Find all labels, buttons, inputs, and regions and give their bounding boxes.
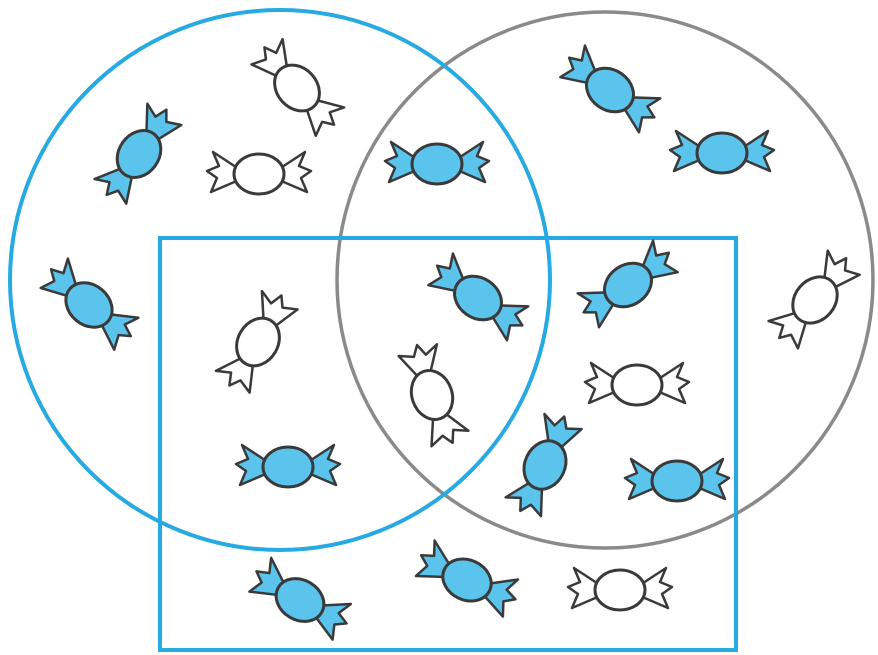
white-candy-icon (205, 150, 313, 196)
white-candy-icon (397, 342, 470, 448)
blue-circle (8, 8, 552, 552)
candy-body (273, 63, 321, 113)
blue-candy-icon (623, 457, 731, 503)
candy-body (610, 363, 664, 407)
candy-body (603, 261, 653, 309)
candy-body (235, 316, 281, 368)
blue-candy-icon (668, 129, 776, 175)
candy-body (593, 568, 647, 612)
candy-body (522, 439, 568, 491)
gray-circle (335, 10, 875, 550)
candy-body (695, 131, 749, 175)
blue-candy-icon (248, 556, 353, 641)
blue-candy-icon (414, 539, 520, 618)
candy-body (409, 369, 455, 421)
white-candy-icon (583, 361, 691, 407)
candy-body (274, 577, 326, 623)
blue-candy-icon (559, 44, 662, 134)
white-candy-icon (566, 566, 674, 612)
candy-body (64, 281, 114, 329)
candies (39, 37, 861, 641)
candy-body (410, 142, 464, 186)
candy-body (232, 152, 286, 196)
blue-candy-icon (39, 257, 140, 351)
candy-body (115, 129, 163, 179)
candy-body (791, 275, 839, 325)
white-candy-icon (250, 37, 346, 137)
blue-candy-icon (234, 443, 342, 489)
white-candy-icon (767, 249, 861, 350)
blue-rectangle (158, 236, 738, 652)
blue-candy-icon (93, 102, 183, 205)
blue-candy-icon (383, 140, 491, 186)
candy-body (261, 445, 315, 489)
candy-body (585, 66, 635, 114)
white-candy-icon (214, 289, 299, 394)
candy-body (441, 557, 493, 603)
blue-candy-icon (504, 412, 583, 518)
candy-body (650, 459, 704, 503)
candy-body (453, 274, 503, 322)
blue-candy-icon (576, 239, 679, 329)
blue-candy-icon (427, 252, 530, 342)
